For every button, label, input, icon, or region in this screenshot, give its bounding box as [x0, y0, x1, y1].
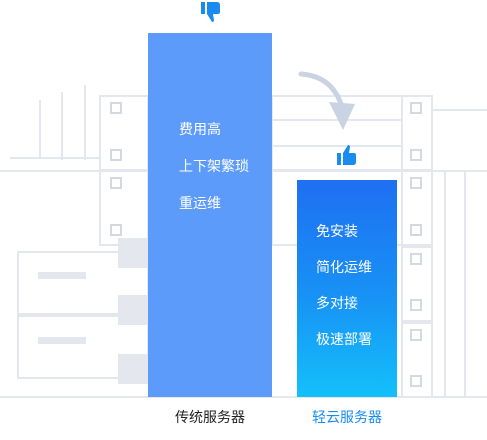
thumbs-down-icon: [201, 2, 220, 22]
curved-arrow-icon: [298, 71, 355, 130]
cloud-benefits-list: 免安装 简化运维 多对接 极速部署: [316, 223, 372, 367]
cloud-benefit-item: 免安装: [316, 224, 358, 240]
traditional-drawback-item: 费用高: [179, 122, 221, 138]
thumbs-up-icon: [337, 145, 356, 165]
traditional-drawback-item: 重运维: [179, 196, 221, 212]
cloud-benefit-item: 多对接: [316, 296, 358, 312]
traditional-drawback-item: 上下架繁琐: [179, 159, 249, 175]
cloud-benefit-item: 极速部署: [316, 332, 372, 348]
traditional-server-column: 费用高 上下架繁琐 重运维: [148, 33, 272, 397]
cloud-benefit-item: 简化运维: [316, 260, 372, 276]
cloud-server-column: 免安装 简化运维 多对接 极速部署: [297, 180, 397, 397]
cloud-server-caption: 轻云服务器: [312, 410, 382, 426]
traditional-server-caption: 传统服务器: [175, 410, 245, 426]
traditional-drawbacks-list: 费用高 上下架繁琐 重运维: [179, 121, 249, 232]
